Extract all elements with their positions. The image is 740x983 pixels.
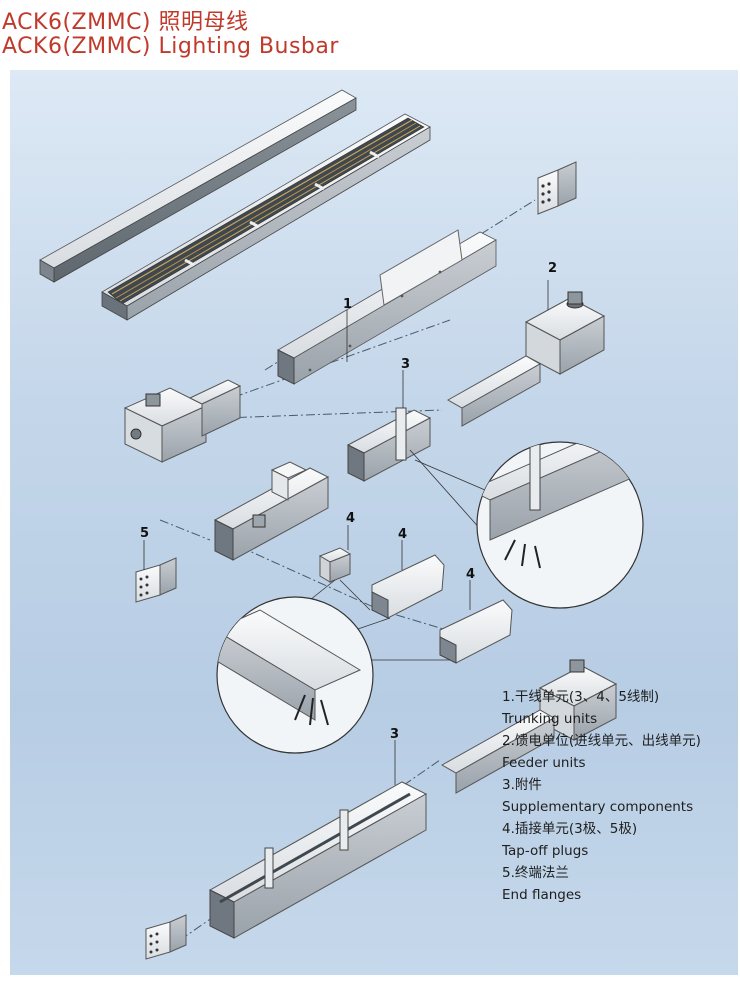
legend-item-4-en: Tap-off plugs [502, 843, 589, 859]
callout-3-upper: 3 [401, 357, 410, 372]
tap-off-plug-small [318, 525, 352, 583]
legend-item-4-cn: 4.插接单元(3极、5极) [502, 821, 638, 837]
detail-leader-lines [309, 449, 491, 661]
legend-item-2-en: Feeder units [502, 755, 586, 771]
callout-4-small: 4 [346, 511, 355, 526]
busbar-cover-long [39, 89, 357, 283]
tap-off-plug-right [439, 580, 513, 664]
callout-3-lower: 3 [390, 727, 399, 742]
end-flange-bottom [145, 914, 187, 960]
legend-item-1-cn: 1.干线单元(3、4、5线制) [502, 689, 660, 705]
supplementary-component-3-upper [346, 370, 432, 482]
legend-item-1-en: Trunking units [502, 711, 598, 727]
component-legend: 1.干线单元(3、4、5线制) Trunking units 2.馈电单位(进线… [502, 686, 701, 906]
legend-item-5-cn: 5.终端法兰 [502, 865, 569, 881]
feeder-box-left [123, 379, 242, 463]
trunking-with-tap-box [213, 461, 330, 561]
callout-4-right: 4 [466, 567, 475, 582]
callout-4-mid: 4 [398, 527, 407, 542]
legend-item-2-cn: 2.馈电单位(进线单元、出线单元) [502, 733, 701, 749]
detail-circle-lower [216, 596, 374, 754]
end-flange-5 [135, 540, 177, 603]
title-chinese: ACK6(ZMMC) 照明母线 [2, 10, 249, 35]
legend-item-3-cn: 3.附件 [502, 777, 542, 793]
busbar-bottom [208, 740, 428, 939]
callout-1: 1 [343, 297, 352, 312]
feeder-unit-bottom [440, 659, 618, 794]
exploded-diagram: 1 2 3 5 4 4 4 3 [39, 89, 644, 960]
legend-item-3-en: Supplementary components [502, 799, 694, 815]
end-flange-top [537, 161, 577, 215]
callout-5: 5 [140, 526, 149, 541]
title-english: ACK6(ZMMC) Lighting Busbar [2, 34, 339, 59]
tap-off-plug-mid [371, 540, 445, 619]
busbar-housing-long [101, 113, 431, 321]
diagram-panel: 1 2 3 5 4 4 4 3 [10, 70, 738, 975]
detail-circle-upper [476, 441, 644, 609]
trunking-unit-1 [277, 229, 497, 385]
callout-2: 2 [548, 261, 557, 276]
legend-item-5-en: End flanges [502, 887, 582, 903]
feeder-unit-2 [446, 280, 606, 427]
